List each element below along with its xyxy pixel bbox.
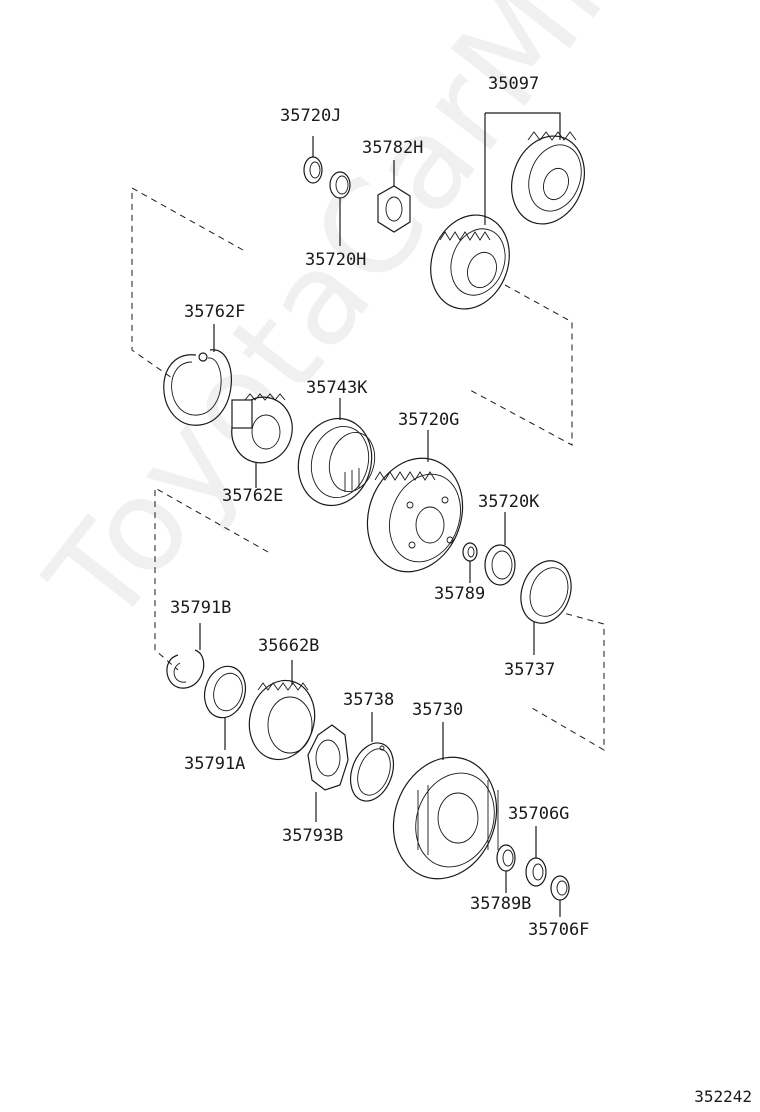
part-35793B-plate [307, 724, 349, 822]
part-35738-ring [349, 712, 395, 802]
label-35720G: 35720G [398, 410, 460, 430]
part-35789B-bearing [496, 844, 516, 893]
label-35720J: 35720J [280, 106, 342, 126]
part-35762F-snap-ring [163, 324, 232, 426]
label-35791A: 35791A [184, 754, 246, 774]
diagram-reference-code: 352242 [694, 1087, 752, 1106]
label-35737: 35737 [504, 660, 556, 680]
part-35706G-bearing [525, 826, 547, 887]
assembly-guide-lines [131, 187, 605, 751]
part-35720G-carrier [366, 430, 464, 573]
part-35730-hub [392, 722, 499, 880]
part-35737-ring [520, 560, 572, 655]
part-35706F-race [550, 875, 570, 917]
label-35789B: 35789B [470, 894, 532, 914]
label-35762E: 35762E [222, 486, 284, 506]
part-35743K-drum [297, 398, 376, 507]
label-35738: 35738 [343, 690, 395, 710]
label-35793B: 35793B [282, 826, 344, 846]
label-35706F: 35706F [528, 920, 590, 940]
label-35730: 35730 [412, 700, 464, 720]
part-35097-gear-pair [430, 112, 585, 310]
label-35782H: 35782H [362, 138, 424, 158]
part-35782H-nut [377, 160, 411, 233]
part-35789-bearing [462, 542, 478, 583]
part-35662B-gear [248, 660, 316, 761]
part-35762E-gear [231, 393, 293, 488]
label-35097: 35097 [488, 74, 540, 94]
part-35720K-race [484, 512, 516, 586]
label-35743K: 35743K [306, 378, 368, 398]
label-35762F: 35762F [184, 302, 246, 322]
label-35720K: 35720K [478, 492, 540, 512]
part-35791B-snap-ring [166, 623, 205, 689]
label-35789: 35789 [434, 584, 486, 604]
label-35662B: 35662B [258, 636, 320, 656]
part-35720J-bearing [303, 136, 323, 184]
label-35706G: 35706G [508, 804, 570, 824]
part-35720H-race [329, 171, 351, 246]
part-35791A-ring [203, 665, 247, 750]
label-35720H: 35720H [305, 250, 367, 270]
label-35791B: 35791B [170, 598, 232, 618]
